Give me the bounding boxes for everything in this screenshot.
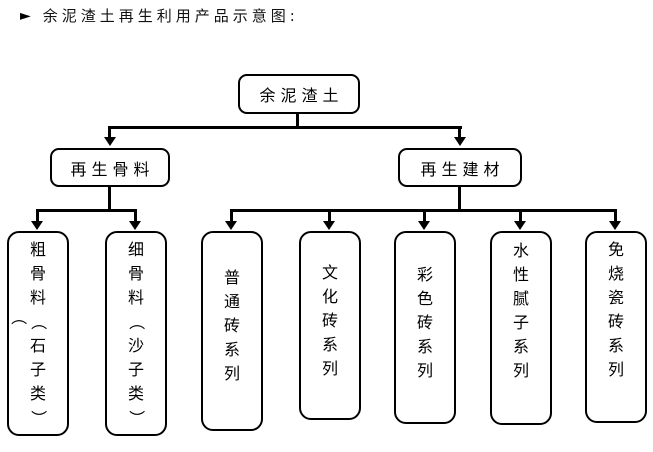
node-colored-brick-series: 彩色砖系列 <box>394 231 456 424</box>
arrow-down-icon <box>514 221 526 230</box>
arrow-down-icon <box>31 221 43 230</box>
node-fine-aggregate: 细骨料（沙子类） <box>105 231 167 436</box>
connector-building-material-stem <box>458 185 461 212</box>
node-label-vertical: 细骨料（沙子类） <box>126 239 146 426</box>
connector-drop-unfired-tile <box>614 209 617 222</box>
connector-drop-ordinary-brick <box>230 209 233 222</box>
connector-drop-building-material <box>458 126 461 138</box>
node-culture-brick-series: 文化砖系列 <box>299 231 361 420</box>
diagram-title: 余泥渣土再生利用产品示意图: <box>42 7 299 25</box>
node-label: 再生建材 <box>420 159 505 179</box>
arrow-down-icon <box>609 221 621 230</box>
node-label-vertical: 粗骨料（石子类） <box>28 239 48 426</box>
node-recycled-building-material: 再生建材 <box>398 148 522 187</box>
node-label-vertical: 普通砖系列 <box>223 268 240 383</box>
node-label-vertical: 彩色砖系列 <box>416 264 433 380</box>
node-label: 余泥渣土 <box>259 86 344 105</box>
arrow-down-icon <box>323 221 335 230</box>
connector-root-stem <box>296 112 299 128</box>
node-residual-soil: 余泥渣土 <box>238 74 360 114</box>
diagram-heading: ► 余泥渣土再生利用产品示意图: <box>20 6 299 26</box>
node-unfired-ceramic-tile-series: 免烧瓷砖系列 <box>585 231 647 423</box>
triangle-bullet-icon: ► <box>20 8 31 24</box>
connector-aggregate-horizontal <box>36 209 137 212</box>
node-label-vertical: 免烧瓷砖系列 <box>607 240 624 379</box>
node-label-vertical: 水性腻子系列 <box>512 241 529 380</box>
stray-paren-artifact: （ <box>9 308 28 325</box>
node-waterborne-putty-series: 水性腻子系列 <box>490 231 552 425</box>
arrow-down-icon <box>129 221 141 230</box>
arrow-down-icon <box>225 221 237 230</box>
node-coarse-aggregate: 粗骨料（石子类） <box>7 231 69 436</box>
connector-drop-waterborne-putty <box>519 209 522 222</box>
node-ordinary-brick-series: 普通砖系列 <box>201 231 263 431</box>
node-recycled-aggregate: 再生骨料 <box>50 148 170 187</box>
connector-drop-coarse <box>36 209 39 222</box>
node-label-vertical: 文化砖系列 <box>321 262 338 378</box>
connector-drop-culture-brick <box>328 209 331 222</box>
arrow-down-icon <box>104 137 116 146</box>
connector-root-horizontal <box>108 126 462 129</box>
connector-aggregate-stem <box>108 185 111 212</box>
connector-drop-colored-brick <box>423 209 426 222</box>
arrow-down-icon <box>418 221 430 230</box>
connector-drop-aggregate <box>108 126 111 138</box>
connector-drop-fine <box>134 209 137 222</box>
arrow-down-icon <box>454 137 466 146</box>
node-label: 再生骨料 <box>70 159 155 179</box>
